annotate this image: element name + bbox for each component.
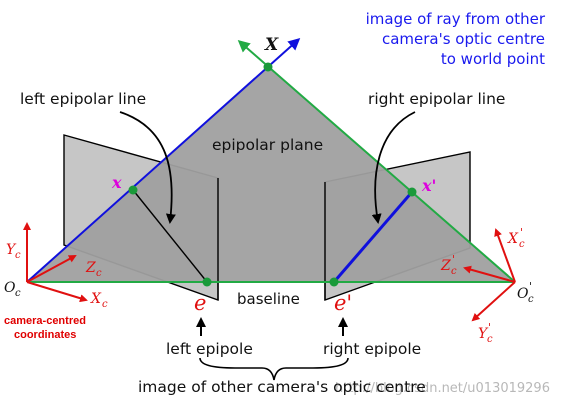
right-centre-sub: c — [528, 294, 534, 305]
left-ray — [26, 38, 301, 283]
right-epipolar-line-callout-arrow — [371, 111, 416, 224]
right-y-label: Y — [478, 326, 489, 342]
right-epipole-marker — [329, 277, 339, 287]
left-centre-sub: c — [15, 288, 21, 299]
left-centre-O: O — [4, 280, 16, 296]
left-epipolar-line-callout-arrow — [119, 111, 176, 224]
epipolar-plane — [27, 67, 515, 282]
left-y-sub: c — [15, 250, 21, 261]
left-x-label: X — [90, 291, 102, 307]
left-image-point-marker — [128, 185, 138, 195]
ray-note-line2: camera's optic centre — [382, 30, 545, 48]
right-x-sub: c — [519, 239, 525, 250]
left-y-label: Y — [6, 242, 17, 258]
right-epipolar-line-label: right epipolar line — [368, 90, 505, 108]
left-epipolar-line-label: left epipolar line — [20, 90, 146, 108]
left-epipole-symbol: e — [194, 291, 206, 315]
right-centre-O: O — [517, 286, 529, 302]
right-image-point-marker — [407, 187, 417, 197]
left-z-sub: c — [96, 268, 102, 279]
right-epipole-label: right epipole — [323, 340, 421, 358]
world-point-label: X — [264, 35, 279, 55]
left-epipole-marker — [202, 277, 212, 287]
baseline-label: baseline — [237, 290, 300, 308]
right-axis-labels: X c ' Z c ' Y c ' — [440, 226, 525, 345]
right-epipolar-line — [332, 191, 414, 283]
right-y-axis — [471, 281, 516, 322]
left-z-axis — [26, 255, 77, 283]
ray-note-line1: image of ray from other — [366, 10, 546, 28]
epipolar-plane-label: epipolar plane — [212, 136, 323, 154]
right-y-prime: ' — [488, 321, 491, 334]
left-axis-labels: Y c Z c X c — [6, 242, 108, 310]
right-centre-prime: ' — [529, 280, 532, 293]
right-z-sub: c — [451, 266, 457, 277]
right-z-label: Z — [440, 258, 451, 274]
right-image-point-label: x' — [421, 176, 436, 195]
right-y-sub: c — [487, 334, 493, 345]
left-z-label: Z — [85, 260, 96, 276]
optic-centre-caption: image of other camera's optic centre — [138, 378, 426, 396]
right-x-prime: ' — [520, 226, 523, 239]
left-epipolar-line — [132, 189, 208, 283]
right-epipole-symbol: e' — [334, 291, 352, 315]
watermark: http://blog.csdn.net/u013019296 — [335, 381, 550, 396]
right-optic-centre-label: O c ' — [517, 280, 534, 305]
ray-note-line3: to world point — [441, 50, 545, 68]
camera-centred-label-line2: coordinates — [14, 329, 76, 341]
left-epipole-label: left epipole — [166, 340, 253, 358]
left-x-axis — [26, 281, 88, 303]
right-x-axis — [494, 228, 516, 283]
camera-centred-label-line1: camera-centred — [4, 315, 86, 327]
right-z-prime: ' — [452, 253, 455, 266]
world-point-marker — [263, 62, 273, 72]
left-x-sub: c — [102, 299, 108, 310]
left-optic-centre-label: O c — [4, 280, 21, 299]
right-x-label: X — [507, 231, 519, 247]
optic-centre-brace — [199, 357, 349, 381]
left-image-point-label: x — [111, 173, 122, 192]
right-z-axis — [463, 265, 516, 283]
